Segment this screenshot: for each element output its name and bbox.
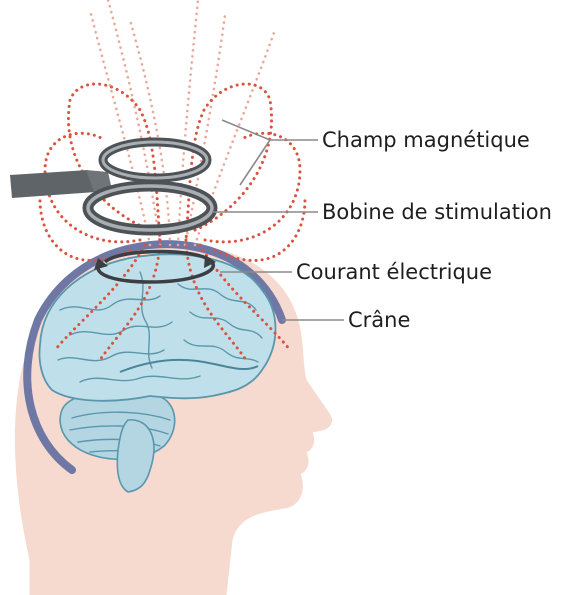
label-stimulation-coil: Bobine de stimulation [322, 200, 552, 224]
label-electric-current: Courant électrique [296, 260, 492, 284]
label-magnetic-field: Champ magnétique [322, 128, 530, 152]
coil-handle [10, 170, 96, 198]
label-skull: Crâne [348, 308, 410, 332]
magnetic-field-faint [90, 0, 275, 245]
